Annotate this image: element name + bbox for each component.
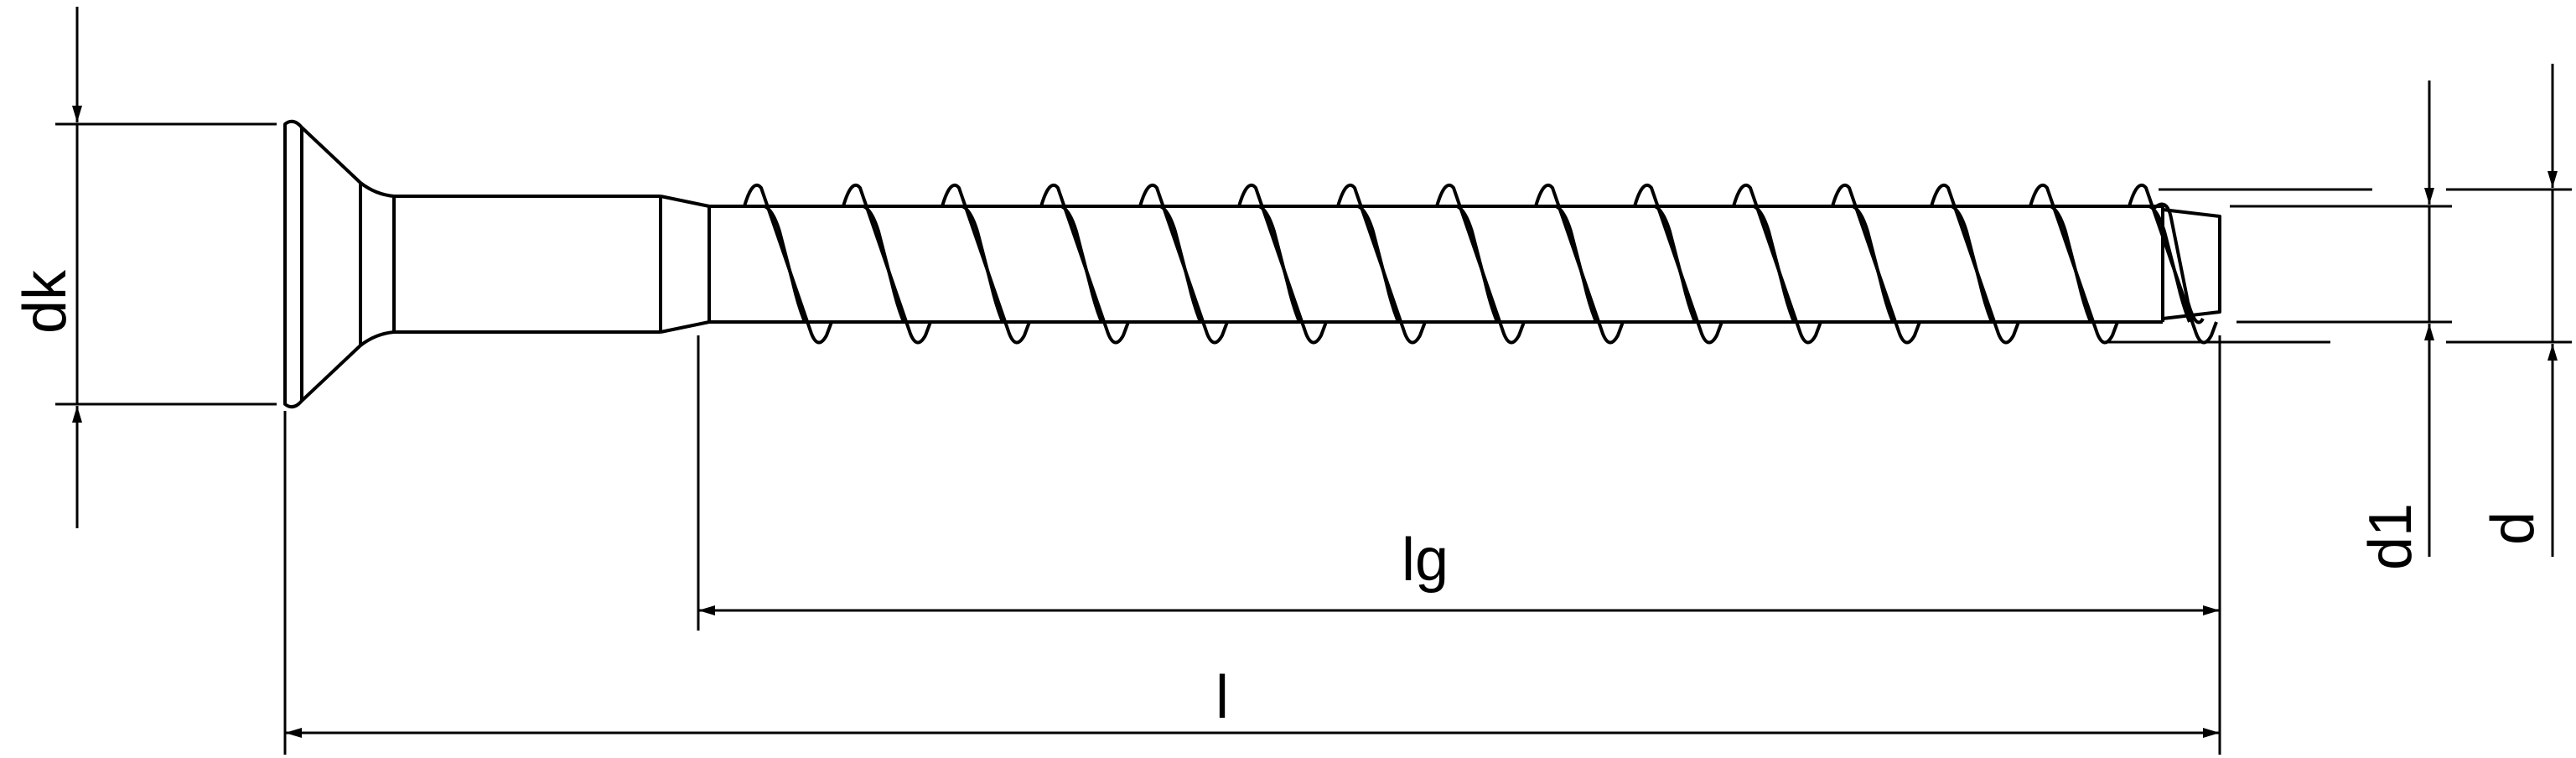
thread-turn-back	[1456, 205, 1499, 323]
extension-lines	[55, 122, 2572, 755]
thread-turn-back	[1159, 205, 1202, 323]
thread-turn	[941, 183, 1031, 345]
thread-turn	[1237, 183, 1328, 345]
thread-turn	[1435, 183, 1526, 345]
thread-turn-back	[1357, 205, 1400, 323]
thread-core	[709, 205, 2164, 324]
thread-turn	[2029, 183, 2119, 345]
thread-turn-back	[1555, 205, 1598, 323]
thread-turn	[743, 183, 833, 345]
thread-turn	[1336, 183, 1427, 345]
thread-turn	[1138, 183, 1229, 345]
thread-turn-back	[1654, 205, 1697, 323]
thread-helix	[743, 183, 2218, 345]
l-label: l	[1215, 664, 1229, 731]
screw-head	[283, 119, 396, 409]
thread-turn	[1930, 183, 2020, 345]
thread-turn	[1732, 183, 1822, 345]
lg-label: lg	[1402, 527, 1449, 594]
thread-turn	[1633, 183, 1723, 345]
thread-turn-back	[1951, 205, 1993, 323]
thread-turn	[2128, 183, 2218, 345]
screw-tip	[2153, 202, 2221, 324]
screw-shank	[394, 195, 711, 334]
dk-label: dk	[12, 269, 79, 334]
thread-turn-back	[2050, 205, 2092, 323]
d-label: d	[2480, 511, 2547, 545]
thread-turn-back	[961, 205, 1004, 323]
thread-turn-back	[1258, 205, 1301, 323]
thread-turn-back	[1060, 205, 1103, 323]
thread-turn	[1039, 183, 1130, 345]
thread-turn	[842, 183, 932, 345]
thread-turn	[1534, 183, 1625, 345]
d1-label: d1	[2357, 503, 2424, 570]
thread-turn-back	[1852, 205, 1894, 323]
thread-turn-back	[863, 205, 905, 323]
thread-turn-back	[764, 205, 806, 323]
thread-turn-back	[1753, 205, 1796, 323]
thread-turn	[1831, 183, 1921, 345]
thread-turn-back	[2148, 205, 2191, 323]
